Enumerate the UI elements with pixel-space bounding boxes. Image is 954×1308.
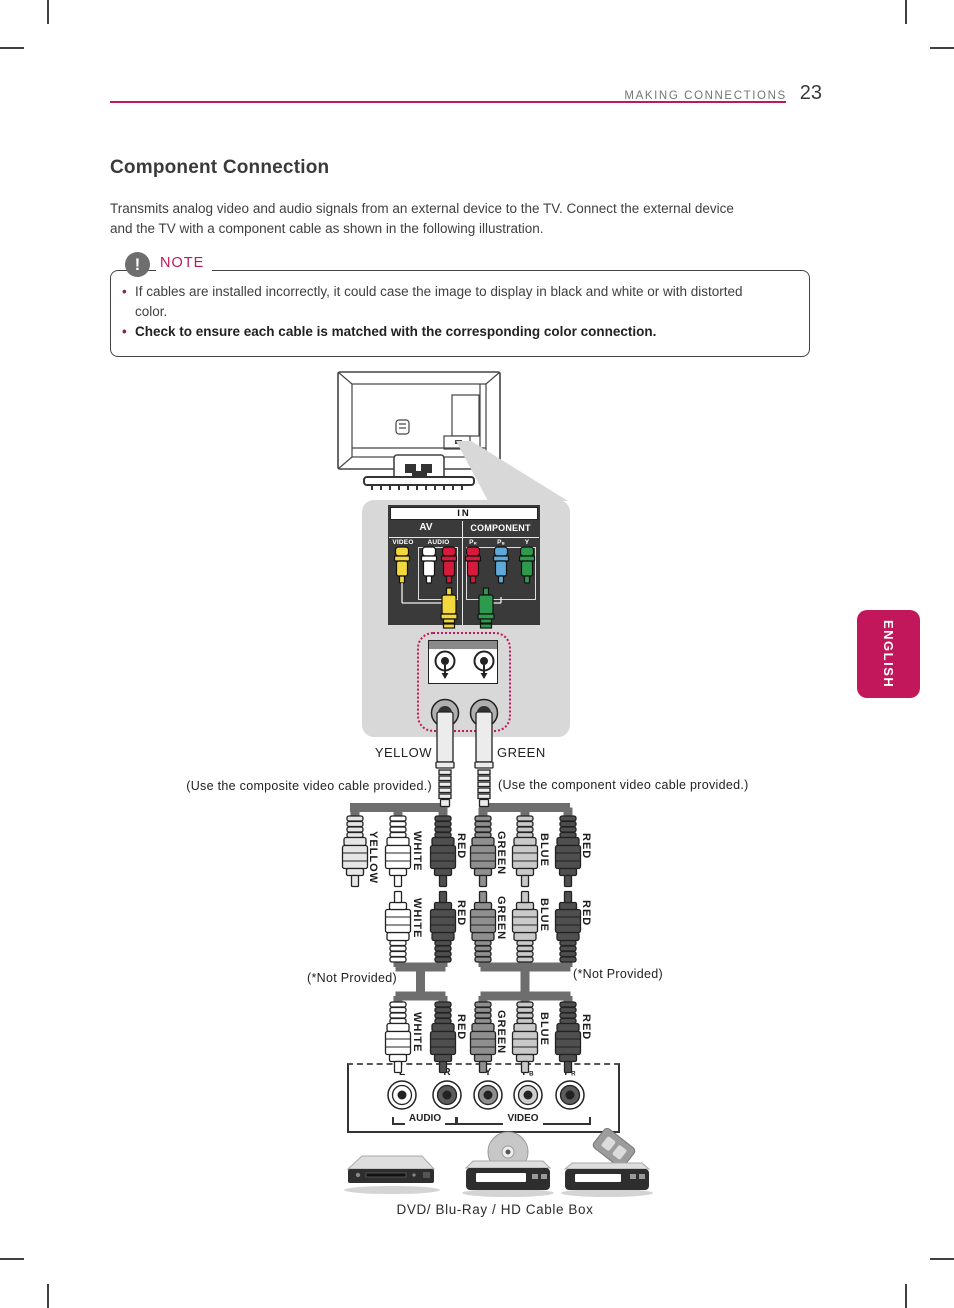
callout-pointer: [456, 441, 568, 501]
cable-label-row2-red: RED: [455, 900, 467, 927]
video-bracket-label: VIDEO: [507, 1113, 539, 1124]
connection-highlight-box: [417, 632, 511, 732]
video-jack-label: VIDEO: [392, 539, 414, 546]
device-jack-label-l: L: [398, 1067, 406, 1078]
bracket-arm: [455, 1117, 504, 1125]
cable-label-row1-red2: RED: [580, 833, 592, 860]
device-jack-label-pr: PR: [564, 1067, 576, 1078]
bluray-player-illustration: [462, 1131, 554, 1197]
y-jack-label: Y: [524, 539, 530, 546]
av-section-label: AV: [419, 522, 433, 533]
cable-label-row2-green: GREEN: [495, 896, 507, 941]
header-rule: [110, 101, 786, 103]
yellow-plug-label: YELLOW: [374, 745, 432, 760]
note-label: NOTE: [156, 255, 213, 271]
mini-panel-strip: [429, 641, 497, 649]
video-bracket: VIDEO: [455, 1110, 591, 1125]
pb-jack-label: PB: [497, 539, 505, 546]
composite-cable-caption: (Use the composite video cable provided.…: [186, 779, 432, 793]
tv-in-panel: IN AV COMPONENT VIDEO AUDIO PR PB Y: [388, 505, 540, 625]
cable-box-illustration: [561, 1127, 653, 1197]
audio-bracket: AUDIO: [392, 1110, 459, 1125]
tv-back-illustration: [337, 371, 501, 490]
panel-header-rule: [389, 537, 539, 538]
cable-label-row3-white: WHITE: [411, 1012, 423, 1053]
component-cable-caption: (Use the component video cable provided.…: [498, 778, 749, 792]
intro-line-1: Transmits analog video and audio signals…: [110, 201, 734, 216]
language-tab-label: ENGLISH: [881, 619, 896, 689]
cable-label-row1-red: RED: [455, 833, 467, 860]
dvd-player-illustration: [344, 1155, 440, 1194]
pr-jack-label: PR: [469, 539, 477, 546]
bracket-arm: [542, 1117, 591, 1125]
cable-label-row1-white: WHITE: [411, 831, 423, 872]
panel-divider: [462, 521, 463, 625]
cable-label-row1-green: GREEN: [495, 831, 507, 876]
cable-label-row3-red: RED: [455, 1014, 467, 1041]
in-panel-title: IN: [390, 507, 538, 520]
language-tab: ENGLISH: [857, 610, 920, 698]
bracket-arm: [392, 1117, 405, 1125]
not-provided-right: (*Not Provided): [573, 967, 663, 981]
audio-bracket-label: AUDIO: [408, 1113, 442, 1124]
bracket-arm: [445, 1117, 459, 1125]
note-bullet-1: If cables are installed incorrectly, it …: [122, 282, 772, 321]
not-provided-left: (*Not Provided): [307, 971, 397, 985]
cable-label-row1-yellow: YELLOW: [367, 831, 379, 885]
note-box: [110, 270, 810, 357]
cable-label-row3-green: GREEN: [495, 1010, 507, 1055]
section-title: Component Connection: [110, 157, 330, 178]
device-jack-label-r: R: [443, 1067, 451, 1078]
cable-label-row2-red2: RED: [580, 900, 592, 927]
adapter-mini-panel: [428, 640, 498, 684]
header-page-number: 23: [799, 82, 822, 104]
intro-line-2: and the TV with a component cable as sho…: [110, 221, 544, 236]
audio-jack-label: AUDIO: [427, 539, 450, 546]
component-section-label: COMPONENT: [470, 523, 531, 533]
note-bullet-list: If cables are installed incorrectly, it …: [122, 282, 794, 343]
device-jack-label-y: Y: [484, 1067, 492, 1078]
header-section-title: MAKING CONNECTIONS: [624, 90, 787, 102]
note-bullet-2: Check to ensure each cable is matched wi…: [122, 322, 772, 342]
audio-jack-group-box: [418, 547, 458, 600]
component-jack-group-box: [466, 547, 536, 600]
page-header: MAKING CONNECTIONS 23: [624, 82, 822, 105]
devices-caption: DVD/ Blu-Ray / HD Cable Box: [396, 1202, 594, 1217]
cable-label-row2-white: WHITE: [411, 898, 423, 939]
cable-label-row1-blue: BLUE: [538, 833, 550, 867]
device-jack-label-pb: PB: [522, 1067, 534, 1078]
cable-label-row3-red2: RED: [580, 1014, 592, 1041]
cable-label-row2-blue: BLUE: [538, 898, 550, 932]
note-exclamation-icon: [125, 252, 150, 277]
intro-paragraph: Transmits analog video and audio signals…: [110, 199, 830, 239]
cable-label-row3-blue: BLUE: [538, 1012, 550, 1046]
green-plug-label: GREEN: [497, 745, 546, 760]
